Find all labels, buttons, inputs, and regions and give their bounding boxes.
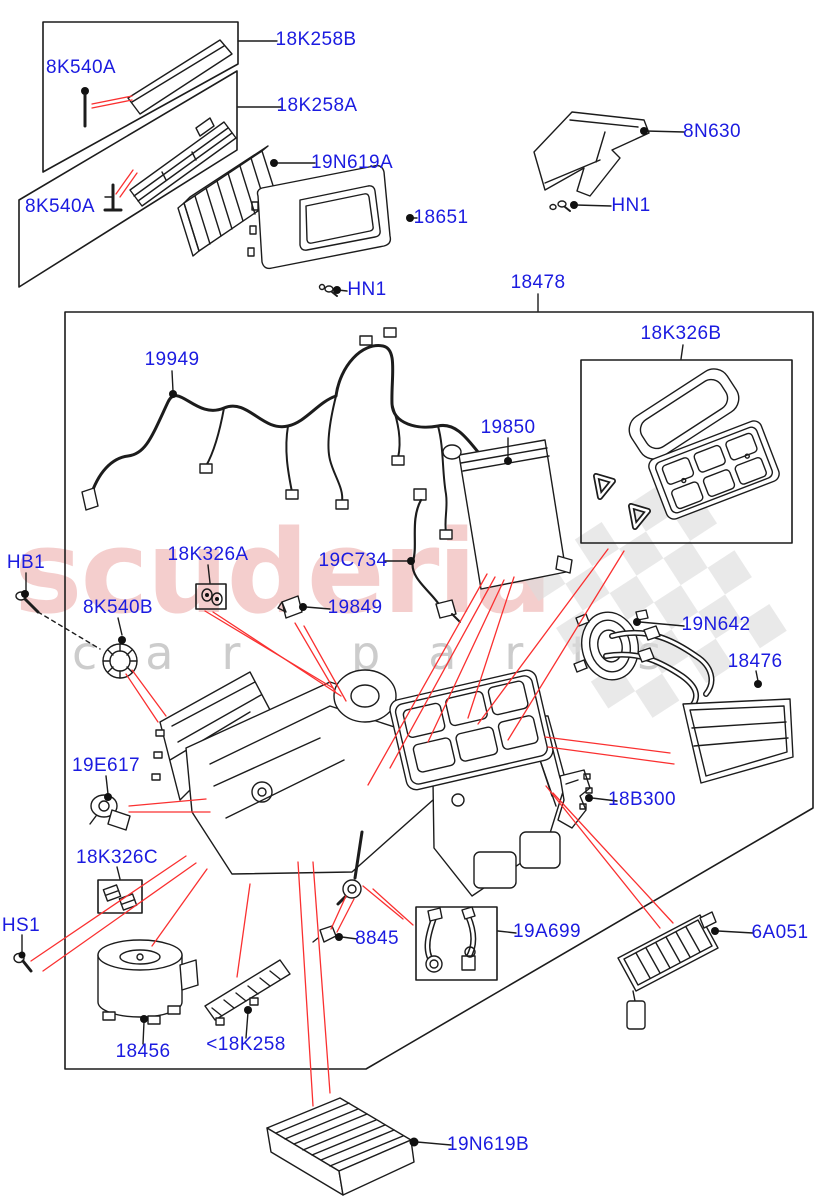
- part-label-HN1-right[interactable]: HN1: [611, 195, 651, 216]
- group-box-18K326A: [195, 583, 227, 610]
- part-label-18K258B[interactable]: 18K258B: [275, 29, 357, 50]
- part-label-8N630[interactable]: 8N630: [683, 121, 741, 142]
- group-box-main-18478: [64, 311, 814, 1070]
- part-drawing-18K326B-gaskets: [593, 368, 780, 530]
- part-drawing-19C734-sensor: [411, 488, 461, 623]
- part-label-18456[interactable]: 18456: [115, 1041, 171, 1062]
- part-label-19A699[interactable]: 19A699: [513, 921, 581, 942]
- part-drawing-8K540B: [102, 643, 138, 679]
- part-drawing-6A051: [617, 911, 719, 1030]
- part-label-18K258A[interactable]: 18K258A: [276, 95, 358, 116]
- part-label-19N619A[interactable]: 19N619A: [310, 152, 394, 173]
- part-label-19N642[interactable]: 19N642: [681, 614, 751, 635]
- part-label-18K326B[interactable]: 18K326B: [640, 323, 722, 344]
- black-leader-lines: [18, 40, 762, 1147]
- part-drawing-19A699-hoses: [424, 906, 477, 973]
- part-label-HN1-left[interactable]: HN1: [347, 279, 387, 300]
- part-drawing-18476-pipes: [603, 625, 715, 709]
- checkered-flag-watermark: [521, 487, 787, 718]
- part-drawing-HB1-bolt: [15, 591, 101, 650]
- part-label-HS1[interactable]: HS1: [1, 915, 41, 936]
- part-label-19949[interactable]: 19949: [144, 349, 200, 370]
- part-label-19E617[interactable]: 19E617: [72, 755, 140, 776]
- part-drawing-18476-core: [682, 698, 794, 784]
- part-drawing-18K326A-grommets: [201, 588, 223, 606]
- red-leader-lines: [30, 95, 675, 1107]
- group-box-18K326C: [97, 879, 143, 914]
- part-label-8845[interactable]: 8845: [355, 928, 399, 949]
- part-label-18B300[interactable]: 18B300: [608, 789, 676, 810]
- part-drawing-19949-harness: [81, 327, 497, 540]
- part-drawing-19N642-flange: [573, 609, 649, 681]
- part-label-18K326A[interactable]: 18K326A: [167, 544, 249, 565]
- group-box-19A699: [415, 906, 498, 981]
- part-label-18476[interactable]: 18476: [727, 651, 783, 672]
- part-label-8K540B[interactable]: 8K540B: [82, 597, 154, 618]
- part-label-19C734[interactable]: 19C734: [318, 550, 388, 571]
- group-box-cowl-top: [18, 21, 239, 288]
- part-drawing-18456-blower: [97, 939, 199, 1025]
- part-drawing-18651: [247, 164, 392, 270]
- part-drawing-18K258-strip: [204, 959, 291, 1026]
- part-drawing-19N619A: [177, 145, 278, 257]
- part-drawing-HN1-left: [318, 283, 338, 297]
- part-drawing-8K540A-bracket: [103, 183, 123, 212]
- part-label-lt18K258[interactable]: <18K258: [206, 1034, 286, 1055]
- part-drawing-8845: [312, 925, 337, 943]
- part-drawing-HN1-right: [549, 200, 571, 212]
- part-drawing-19N619B-filter: [266, 1097, 415, 1196]
- part-drawing-heater-assembly: [151, 669, 567, 906]
- part-drawing-18K258A: [129, 121, 237, 207]
- part-label-HB1[interactable]: HB1: [6, 552, 46, 573]
- part-label-6A051[interactable]: 6A051: [751, 922, 809, 943]
- part-drawing-19849: [277, 595, 303, 619]
- part-drawing-18K258B: [127, 39, 233, 137]
- group-box-18K326B: [580, 359, 793, 544]
- part-label-18478[interactable]: 18478: [510, 272, 566, 293]
- part-drawing-8N630: [533, 111, 650, 197]
- part-label-8K540A-bottom[interactable]: 8K540A: [24, 196, 96, 217]
- part-drawing-19E617: [89, 794, 131, 831]
- part-drawing-8K540A-pin: [81, 87, 89, 128]
- part-label-19849[interactable]: 19849: [327, 597, 383, 618]
- part-drawing-19850-evaporator: [442, 439, 573, 590]
- part-label-18651[interactable]: 18651: [413, 207, 469, 228]
- part-label-8K540A-top[interactable]: 8K540A: [45, 57, 117, 78]
- part-label-19850[interactable]: 19850: [480, 417, 536, 438]
- part-drawing-18K326C-clips: [102, 884, 138, 911]
- part-label-19N619B[interactable]: 19N619B: [446, 1134, 530, 1155]
- part-label-18K326C[interactable]: 18K326C: [75, 847, 159, 868]
